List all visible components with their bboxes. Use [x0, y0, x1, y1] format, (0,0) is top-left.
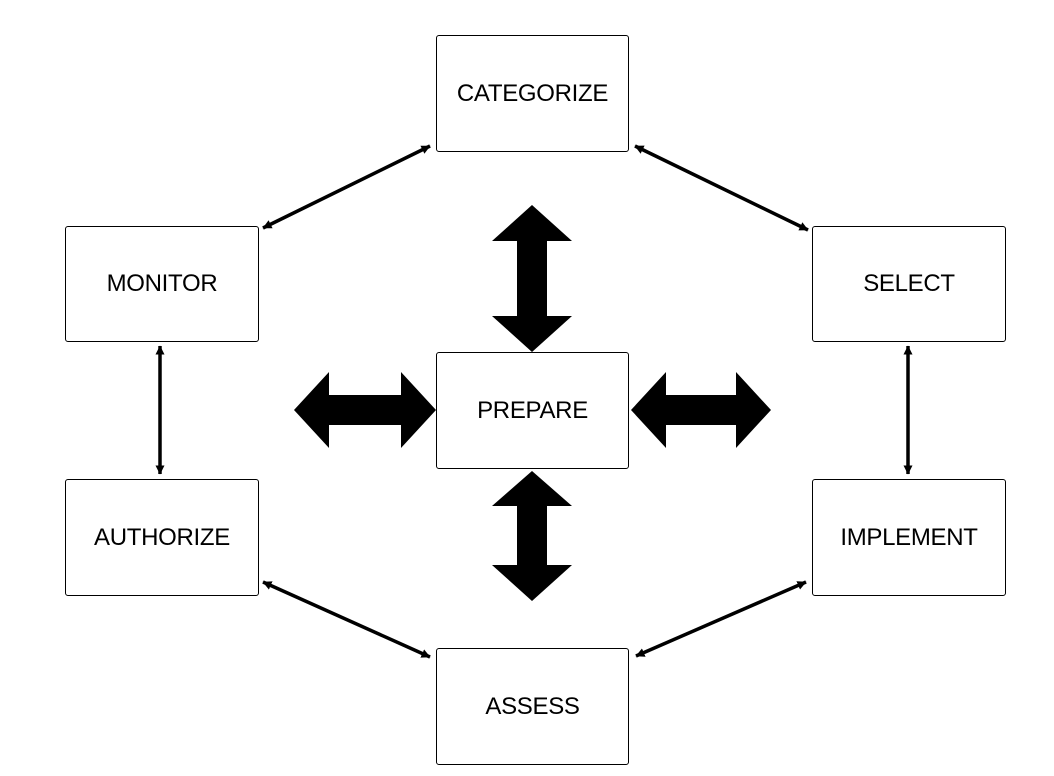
- bold-arrow-up: [492, 205, 572, 352]
- step-monitor-label: MONITOR: [106, 270, 218, 297]
- step-categorize-box: CATEGORIZE: [436, 35, 629, 152]
- step-monitor-box: MONITOR: [65, 226, 259, 342]
- step-categorize-label: CATEGORIZE: [456, 79, 609, 107]
- arrow-assess-authorize: [262, 580, 431, 659]
- step-select-box: SELECT: [812, 226, 1006, 342]
- step-select-label: SELECT: [863, 270, 955, 297]
- step-assess-box: ASSESS: [436, 648, 629, 765]
- bold-arrow-right: [631, 372, 771, 448]
- arrow-monitor-categorize: [262, 144, 431, 230]
- step-authorize-box: AUTHORIZE: [65, 479, 259, 596]
- bold-arrow-left: [294, 372, 436, 448]
- step-assess-label: ASSESS: [485, 692, 580, 720]
- bold-arrow-down: [492, 471, 572, 601]
- step-implement-label: IMPLEMENT: [840, 523, 978, 551]
- step-authorize-label: AUTHORIZE: [94, 523, 230, 551]
- step-implement-box: IMPLEMENT: [812, 479, 1006, 596]
- step-prepare-box: PREPARE: [436, 352, 629, 469]
- step-prepare-label: PREPARE: [477, 396, 588, 424]
- arrow-categorize-select: [634, 144, 809, 232]
- arrow-implement-assess: [635, 580, 807, 658]
